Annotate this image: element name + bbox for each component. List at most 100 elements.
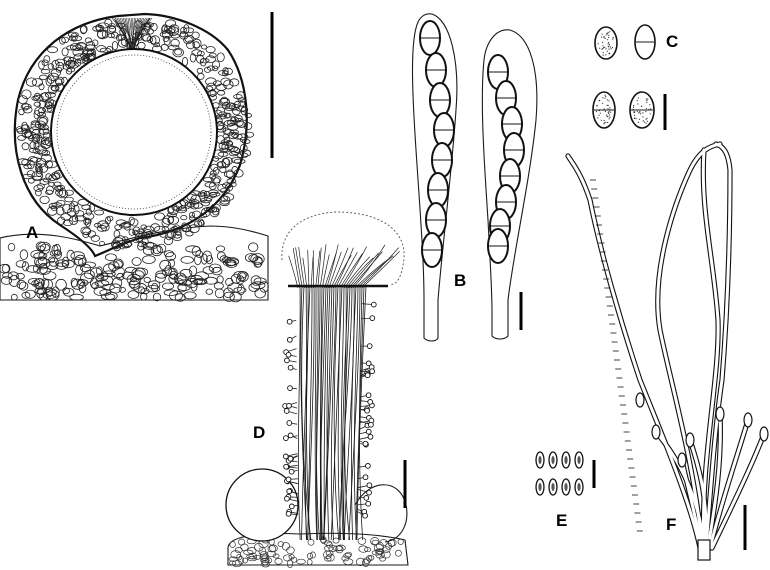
phialide-tip xyxy=(285,510,292,517)
conidia-group xyxy=(535,451,584,496)
phialide-tip xyxy=(368,421,374,428)
substrate-cell xyxy=(128,280,140,289)
wall-cell xyxy=(165,27,176,34)
wall-cell xyxy=(186,40,195,50)
wall-cell xyxy=(64,196,74,203)
conidiophore-hyphae xyxy=(565,141,769,561)
substrate-cell xyxy=(248,282,260,292)
spore-dot xyxy=(612,37,614,39)
phialide-tip xyxy=(365,392,372,399)
wall-cell xyxy=(83,217,90,226)
wall-cell xyxy=(200,58,210,64)
phialide-tip xyxy=(715,406,725,422)
wall-cell xyxy=(203,206,215,212)
stipe-hypha xyxy=(305,285,309,541)
spore-dot xyxy=(608,112,610,115)
wall-cell xyxy=(44,160,53,169)
phialide-tip xyxy=(362,512,368,519)
substrate-cell xyxy=(7,243,16,252)
spore-dot xyxy=(598,114,600,116)
wall-cell xyxy=(31,78,44,87)
phialide-tip xyxy=(288,468,295,475)
substrate-cell xyxy=(51,286,60,298)
phialide-tip xyxy=(286,420,293,426)
base-cell xyxy=(240,543,249,551)
spore-dot xyxy=(606,115,608,117)
wall-cell xyxy=(36,183,45,190)
wall-cell xyxy=(191,31,200,39)
wall-cell xyxy=(38,60,45,70)
wall-cell xyxy=(243,122,253,131)
wall-cell xyxy=(233,94,243,100)
substrate-cell xyxy=(45,289,60,301)
spore-dot xyxy=(603,46,605,49)
wall-cell xyxy=(31,95,40,101)
substrate-cell xyxy=(145,285,161,293)
wall-cell xyxy=(82,49,94,58)
wall-cell xyxy=(128,216,135,226)
phialide-tip xyxy=(285,351,292,358)
substrate-cell xyxy=(127,290,140,299)
substrate-cell xyxy=(37,288,47,296)
spore-dot xyxy=(602,54,604,56)
wall-cell xyxy=(94,209,105,216)
phialide-tip xyxy=(283,435,289,441)
wall-cell xyxy=(170,33,180,39)
spore-dot xyxy=(604,46,606,48)
stipe-hypha xyxy=(355,285,365,541)
base-cell xyxy=(286,559,294,569)
wall-cell xyxy=(84,37,93,44)
ascoma-wall-cells xyxy=(15,18,255,252)
wall-cell xyxy=(21,89,32,100)
wall-cell xyxy=(219,166,227,173)
wall-cell xyxy=(240,143,248,153)
wall-cell xyxy=(180,215,188,221)
phialide-tip xyxy=(370,301,377,308)
wall-cell xyxy=(46,75,55,84)
wall-cell xyxy=(209,52,217,59)
wall-cell xyxy=(45,100,52,110)
base-cell xyxy=(344,551,353,558)
base-cell xyxy=(366,555,373,562)
conidiophore-hypha-lumen xyxy=(701,148,720,550)
stipe-hypha xyxy=(343,285,355,541)
spore-dot xyxy=(632,106,635,108)
phialide-tip xyxy=(288,503,295,510)
spore-dot xyxy=(607,104,609,107)
wall-cell xyxy=(96,224,108,232)
wall-cell xyxy=(33,141,40,150)
wall-cell xyxy=(241,138,251,144)
substrate-cell xyxy=(55,259,69,267)
wall-cell xyxy=(154,212,166,221)
wall-cell xyxy=(47,72,60,82)
wall-cell xyxy=(200,199,211,207)
wall-cell xyxy=(218,111,228,118)
base-cell xyxy=(242,557,248,564)
wall-cell xyxy=(138,232,151,240)
substrate-cell xyxy=(116,272,125,281)
base-cell xyxy=(397,538,404,545)
wall-cell xyxy=(40,68,51,75)
wall-cell xyxy=(244,131,255,138)
spore-dot xyxy=(639,111,641,113)
wall-cell xyxy=(91,39,99,47)
wall-cell xyxy=(33,110,41,120)
wall-cell xyxy=(218,70,229,76)
wall-cell xyxy=(198,219,205,227)
spore-dot xyxy=(608,44,611,46)
substrate-cell xyxy=(208,263,222,273)
spore-dot xyxy=(603,123,605,125)
panel-label-f: F xyxy=(666,515,676,534)
substrate-cell xyxy=(163,250,174,258)
spore-dot xyxy=(607,33,609,35)
wall-cell xyxy=(191,210,201,219)
substrate-cell xyxy=(202,266,215,275)
spore-dot xyxy=(607,121,609,124)
synnema-head-phialides xyxy=(288,244,400,289)
phialide-tip xyxy=(286,318,293,325)
wall-cell xyxy=(56,206,65,216)
substrate-cell xyxy=(147,280,161,290)
substrate-cell xyxy=(89,277,99,289)
wall-cell xyxy=(226,169,234,179)
